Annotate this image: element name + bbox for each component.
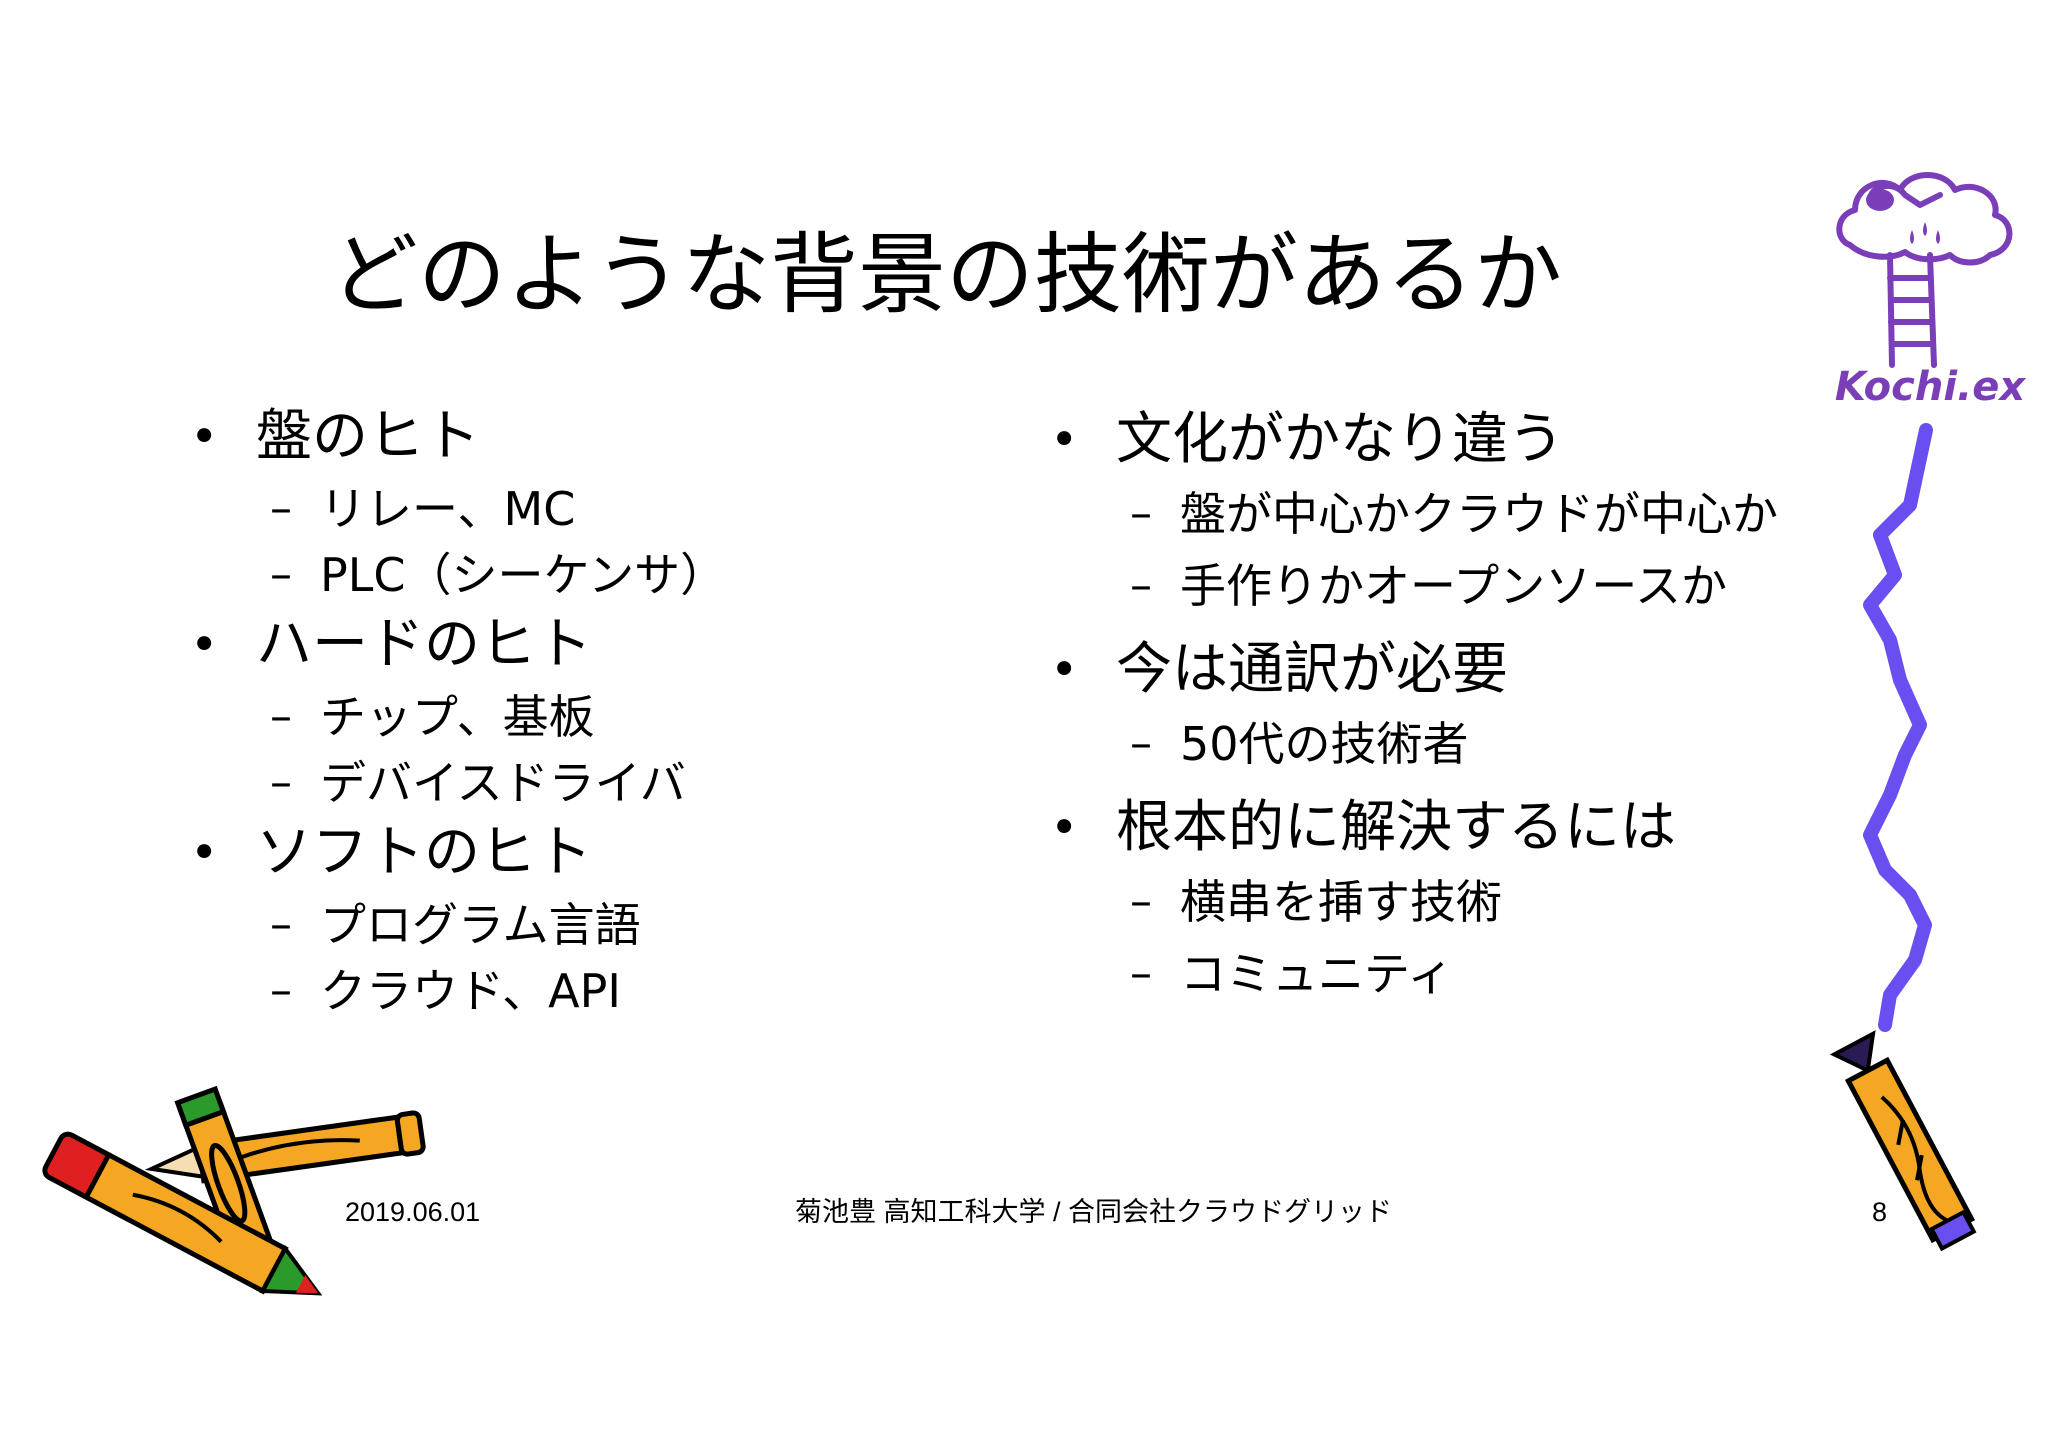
pencils-left-icon [42, 1085, 426, 1296]
bullet-item: • 盤のヒト [190, 402, 1010, 476]
footer-date: 2019.06.01 [345, 1197, 481, 1227]
bullet-item: • 今は通訳が必要 [1050, 635, 1910, 711]
sub-item: – リレー、MC [190, 476, 1010, 542]
sub-item: – 50代の技術者 [1050, 711, 1910, 783]
bullet-item: • 根本的に解決するには [1050, 793, 1910, 869]
bullet-icon: • [1050, 642, 1079, 698]
bullet-text: ソフトのヒト [256, 820, 592, 885]
sub-text: 50代の技術者 [1180, 717, 1469, 771]
bullet-item: • ハードのヒト [190, 610, 1010, 684]
sub-text: クラウド、API [320, 964, 621, 1018]
sub-item: – デバイスドライバ [190, 750, 1010, 816]
kochi-ex-logo: Kochi.ex [1835, 172, 2027, 410]
bullet-item: • 文化がかなり違う [1050, 405, 1910, 481]
sub-text: プログラム言語 [320, 898, 641, 952]
sub-text: 手作りかオープンソースか [1180, 559, 1727, 613]
bullet-icon: • [1050, 800, 1079, 856]
sub-item: – 盤が中心かクラウドが中心か [1050, 481, 1910, 553]
dash-icon: – [1130, 488, 1152, 539]
dash-icon: – [270, 549, 292, 600]
bullet-text: ハードのヒト [256, 612, 592, 677]
dash-icon: – [270, 691, 292, 742]
page-number: 8 [1872, 1197, 1888, 1227]
dash-icon: – [1130, 876, 1152, 927]
bullet-text: 文化がかなり違う [1116, 407, 1564, 472]
footer-author: 菊池豊 高知工科大学 / 合同会社クラウドグリッド [795, 1197, 1393, 1227]
sub-item: – 手作りかオープンソースか [1050, 553, 1910, 625]
bullet-text: 盤のヒト [256, 404, 480, 469]
dash-icon: – [270, 899, 292, 950]
sub-item: – チップ、基板 [190, 684, 1010, 750]
bullet-text: 今は通訳が必要 [1116, 637, 1508, 702]
bullet-icon: • [190, 409, 219, 465]
dash-icon: – [270, 965, 292, 1016]
bullet-item: • ソフトのヒト [190, 818, 1010, 892]
sub-text: 横串を挿す技術 [1180, 875, 1502, 929]
dash-icon: – [1130, 948, 1152, 999]
right-column: • 文化がかなり違う – 盤が中心かクラウドが中心か – 手作りかオープンソース… [1050, 405, 1910, 1013]
left-column: • 盤のヒト – リレー、MC – PLC（シーケンサ） • ハードのヒト – … [190, 400, 1010, 1024]
sub-item: – PLC（シーケンサ） [190, 542, 1010, 608]
bullet-icon: • [190, 825, 219, 881]
dash-icon: – [1130, 560, 1152, 611]
sub-text: デバイスドライバ [320, 756, 686, 810]
bullet-icon: • [190, 617, 219, 673]
lightning-squiggle [1863, 423, 1933, 1032]
sub-text: チップ、基板 [320, 690, 595, 744]
bullet-text: 根本的に解決するには [1116, 795, 1676, 860]
sub-item: – プログラム言語 [190, 892, 1010, 958]
sub-text: PLC（シーケンサ） [320, 548, 727, 602]
dash-icon: – [270, 483, 292, 534]
sub-item: – コミュニティ [1050, 941, 1910, 1013]
sub-text: コミュニティ [1180, 947, 1454, 1001]
dash-icon: – [270, 757, 292, 808]
slide-title: どのような背景の技術があるか [330, 223, 1563, 326]
sub-item: – 横串を挿す技術 [1050, 869, 1910, 941]
sub-item: – クラウド、API [190, 958, 1010, 1024]
logo-text: Kochi.ex [1835, 364, 2027, 410]
sub-text: リレー、MC [320, 482, 576, 536]
dash-icon: – [1130, 718, 1152, 769]
bullet-icon: • [1050, 412, 1079, 468]
pencil-right-icon [1829, 1030, 1977, 1252]
sub-text: 盤が中心かクラウドが中心か [1180, 487, 1778, 541]
